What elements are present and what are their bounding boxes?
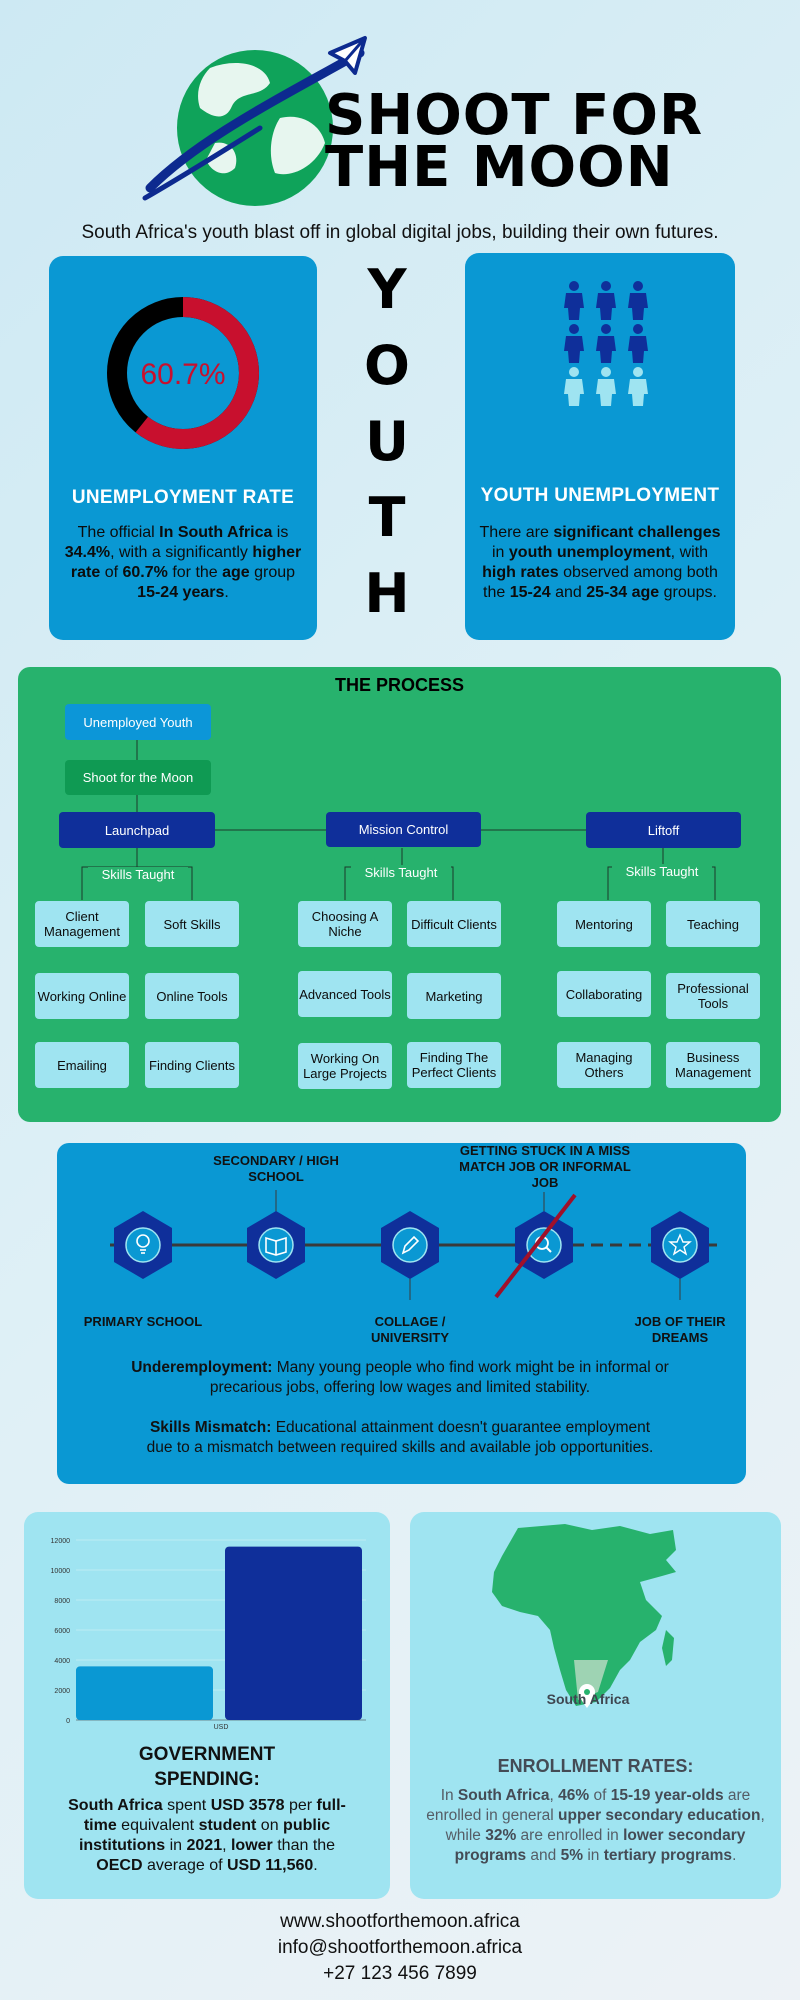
unemployment-body: The official In South Africa is 34.4%, w… bbox=[64, 524, 302, 601]
lightbulb-icon bbox=[136, 1234, 150, 1254]
people-icon-grid bbox=[564, 281, 648, 406]
person-icon bbox=[628, 281, 648, 320]
youth-letter-h: H bbox=[364, 562, 410, 625]
skill-mentoring: Mentoring bbox=[557, 901, 651, 947]
unemployment-rate-card: 60.7% UNEMPLOYMENT RATE The official In … bbox=[49, 256, 317, 640]
cross-out-slash bbox=[494, 1193, 577, 1299]
youth-letter-y: Y bbox=[367, 258, 407, 321]
node-shoot-for-the-moon: Shoot for the Moon bbox=[65, 760, 211, 795]
book-icon bbox=[265, 1236, 287, 1256]
footer-website-link[interactable]: www.shootforthemoon.africa bbox=[280, 1911, 520, 1932]
skill-advanced-tools: Advanced Tools bbox=[298, 971, 392, 1017]
skill-finding-clients: Finding Clients bbox=[145, 1042, 239, 1088]
youth-unemployment-body: There are significant challenges in yout… bbox=[479, 524, 721, 601]
skill-difficult-clients: Difficult Clients bbox=[407, 901, 501, 947]
person-icon bbox=[564, 324, 584, 363]
pathway-step-secondary bbox=[247, 1211, 305, 1279]
skill-emailing: Emailing bbox=[35, 1042, 129, 1088]
skill-business-management: Business Management bbox=[666, 1042, 760, 1088]
youth-unemployment-heading: YOUTH UNEMPLOYMENT bbox=[480, 485, 720, 506]
y-tick-label: 6000 bbox=[54, 1628, 70, 1635]
pathway-step-university bbox=[381, 1211, 439, 1279]
y-tick-label: 8000 bbox=[54, 1598, 70, 1605]
spending-body: South Africa spent USD 3578 per full-tim… bbox=[68, 1797, 346, 1874]
skills-taught-label-launchpad: Skills Taught bbox=[88, 867, 188, 882]
process-connectors bbox=[81, 740, 716, 900]
y-tick-label: 2000 bbox=[54, 1688, 70, 1695]
person-icon bbox=[564, 367, 584, 406]
pencil-icon bbox=[401, 1235, 420, 1255]
y-tick-label: 10000 bbox=[51, 1568, 71, 1575]
person-icon bbox=[564, 281, 584, 320]
enrollment-body: In South Africa, 46% of 15-19 year-olds … bbox=[426, 1787, 765, 1864]
underemployment-text: Underemployment: Many young people who f… bbox=[131, 1359, 669, 1396]
skills-mismatch-text: Skills Mismatch: Educational attainment … bbox=[146, 1419, 654, 1456]
donut-percent-label: 60.7% bbox=[140, 358, 225, 391]
stage-liftoff: Liftoff bbox=[586, 812, 741, 848]
spending-heading: GOVERNMENT SPENDING: bbox=[138, 1744, 276, 1790]
y-tick-label: 12000 bbox=[51, 1538, 71, 1545]
star-icon bbox=[668, 1233, 692, 1256]
unemployment-donut-chart: 60.7% bbox=[107, 297, 259, 449]
stage-mission-control: Mission Control bbox=[326, 812, 481, 847]
skill-managing-others: Managing Others bbox=[557, 1042, 651, 1088]
youth-unemployment-card: YOUTH UNEMPLOYMENT There are significant… bbox=[465, 253, 735, 640]
skill-client-management: Client Management bbox=[35, 901, 129, 947]
youth-letter-o: O bbox=[364, 334, 410, 397]
map-label-south-africa: South Africa bbox=[546, 1691, 630, 1707]
pathway-timeline bbox=[110, 1190, 720, 1300]
y-tick-label: 4000 bbox=[54, 1658, 70, 1665]
footer-phone: +27 123 456 7899 bbox=[323, 1963, 477, 1984]
person-icon bbox=[628, 324, 648, 363]
education-pathway-panel bbox=[57, 1143, 746, 1484]
person-icon bbox=[628, 367, 648, 406]
x-category-label: USD bbox=[214, 1724, 229, 1731]
skill-online-tools: Online Tools bbox=[145, 973, 239, 1019]
pathway-step-mismatch-job bbox=[494, 1193, 577, 1299]
tagline: South Africa's youth blast off in global… bbox=[81, 222, 719, 243]
person-icon bbox=[596, 324, 616, 363]
skills-taught-label-liftoff: Skills Taught bbox=[612, 864, 712, 879]
africa-continent-shape bbox=[492, 1524, 676, 1706]
skill-marketing: Marketing bbox=[407, 973, 501, 1019]
stage-launchpad: Launchpad bbox=[59, 812, 215, 848]
label-mismatch-job: GETTING STUCK IN A MISS MATCH JOB OR INF… bbox=[459, 1143, 631, 1190]
skill-finding-the-perfect-clients: Finding The Perfect Clients bbox=[407, 1042, 501, 1088]
skill-professional-tools: Professional Tools bbox=[666, 973, 760, 1019]
skill-working-on-large-projects: Working On Large Projects bbox=[298, 1043, 392, 1089]
process-title: THE PROCESS bbox=[334, 675, 465, 695]
footer-email-link[interactable]: info@shootforthemoon.africa bbox=[277, 1937, 523, 1958]
chart-bar-1 bbox=[76, 1666, 213, 1720]
skill-choosing-a-niche: Choosing A Niche bbox=[298, 901, 392, 947]
skill-teaching: Teaching bbox=[666, 901, 760, 947]
y-tick-label: 0 bbox=[66, 1718, 70, 1725]
unemployment-heading: UNEMPLOYMENT RATE bbox=[71, 487, 295, 508]
skill-soft-skills: Soft Skills bbox=[145, 901, 239, 947]
map-pin-icon bbox=[579, 1684, 595, 1708]
skill-working-online: Working Online bbox=[35, 973, 129, 1019]
person-icon bbox=[596, 281, 616, 320]
pathway-step-dream-job bbox=[651, 1211, 709, 1279]
africa-map bbox=[492, 1524, 676, 1708]
youth-letter-u: U bbox=[365, 410, 409, 473]
label-university: COLLAGE / UNIVERSITY bbox=[370, 1314, 449, 1345]
title-line-1: SHOOT FOR bbox=[325, 83, 704, 148]
pathway-step-primary bbox=[114, 1211, 172, 1279]
person-icon bbox=[596, 367, 616, 406]
title-line-2: THE MOON bbox=[325, 135, 674, 200]
madagascar-shape bbox=[662, 1630, 674, 1666]
youth-letter-t: T bbox=[368, 486, 406, 549]
globe-rocket-logo bbox=[142, 36, 367, 206]
donut-value-arc bbox=[107, 297, 259, 449]
enrollment-heading: ENROLLMENT RATES: bbox=[497, 1756, 694, 1776]
label-secondary-school: SECONDARY / HIGH SCHOOL bbox=[213, 1153, 339, 1184]
node-unemployed-youth: Unemployed Youth bbox=[65, 704, 211, 740]
skill-collaborating: Collaborating bbox=[557, 971, 651, 1017]
label-primary-school: PRIMARY SCHOOL bbox=[83, 1314, 203, 1329]
chart-bar-2 bbox=[225, 1546, 362, 1720]
skills-taught-label-mission-control: Skills Taught bbox=[351, 865, 451, 880]
label-dream-job: JOB OF THEIR DREAMS bbox=[634, 1314, 726, 1345]
